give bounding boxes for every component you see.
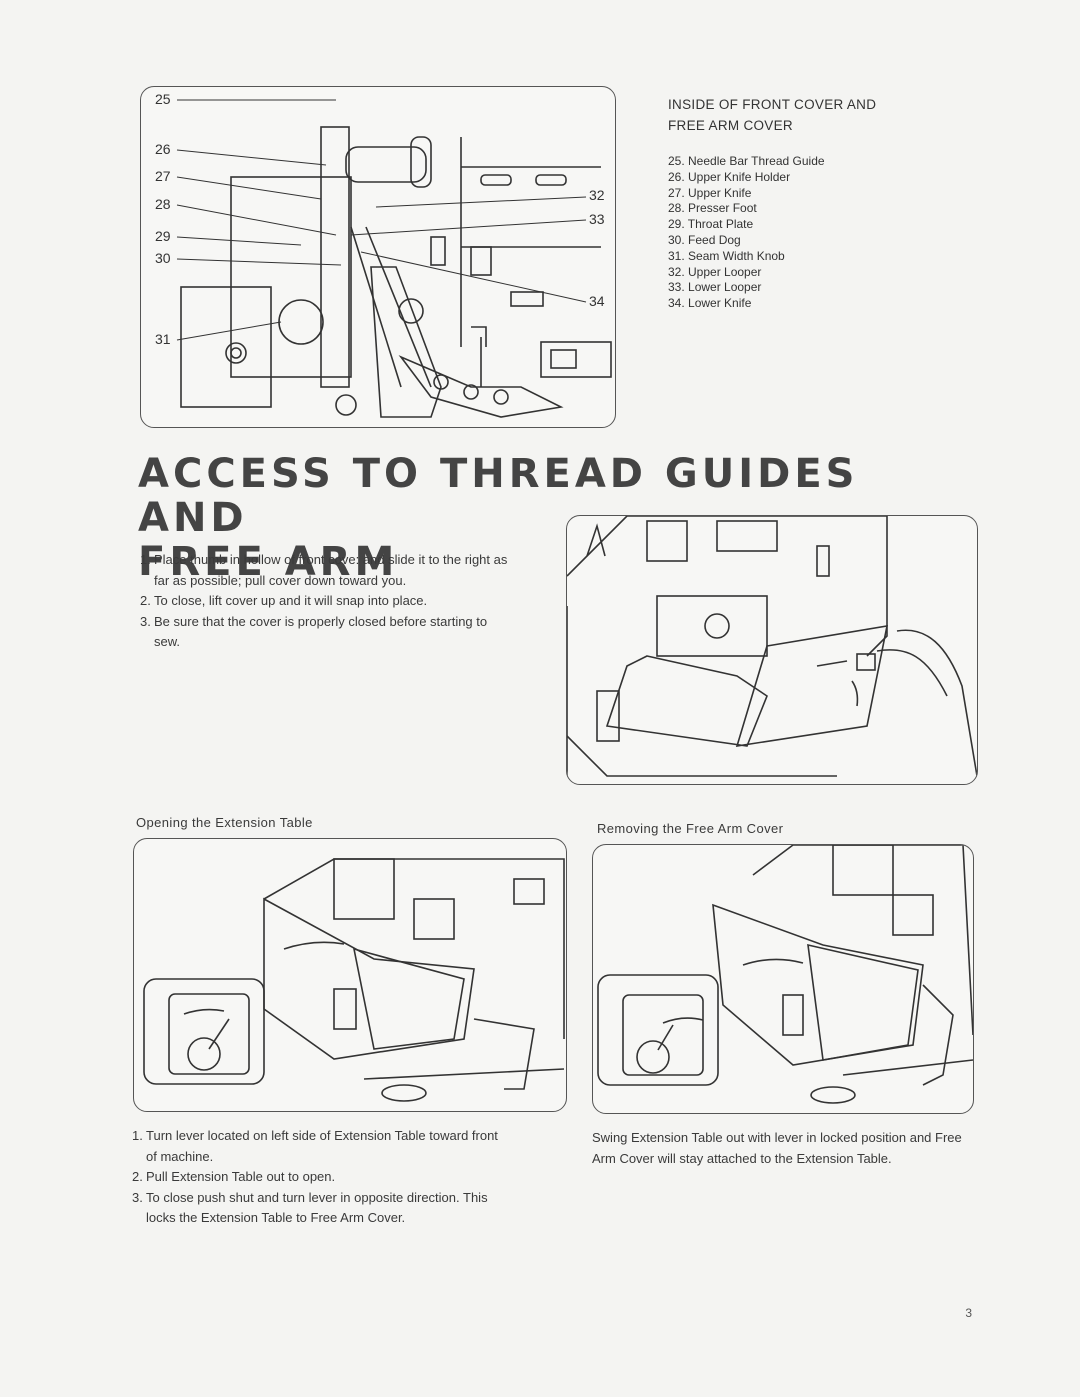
part-item: 33. Lower Looper — [668, 280, 762, 295]
list-item: 1.Turn lever located on left side of Ext… — [132, 1128, 498, 1164]
extension-table-drawing — [143, 858, 565, 1102]
parts-heading-line1: INSIDE OF FRONT COVER AND — [668, 97, 877, 112]
free-arm-cover-drawing — [597, 845, 973, 1104]
callout-26: 26 — [155, 141, 171, 157]
part-item: 26. Upper Knife Holder — [668, 169, 791, 184]
callout-27: 27 — [155, 168, 171, 184]
callout-34: 34 — [589, 293, 605, 309]
part-item: 32. Upper Looper — [668, 264, 762, 279]
part-item: 30. Feed Dog — [668, 232, 741, 247]
extension-table-illustration — [133, 838, 567, 1112]
section-title-line2: Free Arm — [138, 539, 399, 585]
part-item: 34. Lower Knife — [668, 296, 752, 311]
page-number: 3 — [965, 1306, 972, 1320]
front-cover-drawing — [567, 516, 977, 784]
free-arm-instructions: Swing Extension Table out with lever in … — [592, 1130, 962, 1166]
callout-30: 30 — [155, 250, 171, 266]
parts-heading-line2: FREE ARM COVER — [668, 118, 793, 133]
list-item: 2.Pull Extension Table out to open. — [132, 1169, 336, 1184]
extension-caption: Opening the Extension Table — [136, 815, 313, 830]
section-title: Access to Thread Guides and Free Arm — [138, 452, 958, 584]
part-item: 31. Seam Width Knob — [668, 248, 785, 263]
part-item: 28. Presser Foot — [668, 201, 757, 216]
callout-32: 32 — [589, 187, 605, 203]
part-item: 29. Throat Plate — [668, 217, 754, 232]
free-arm-cover-illustration — [592, 844, 974, 1114]
part-item: 25. Needle Bar Thread Guide — [668, 154, 825, 168]
callout-29: 29 — [155, 228, 171, 244]
part-item: 27. Upper Knife — [668, 185, 752, 200]
list-item: 3.To close push shut and turn lever in o… — [132, 1189, 488, 1226]
list-item: 3.Be sure that the cover is properly clo… — [140, 613, 488, 650]
parts-heading: INSIDE OF FRONT COVER AND FREE ARM COVER — [668, 94, 876, 136]
section-title-line1: Access to Thread Guides and — [138, 451, 859, 541]
parts-diagram: 25 26 27 28 29 30 31 32 33 34 — [140, 86, 616, 428]
free-arm-caption: Removing the Free Arm Cover — [597, 821, 784, 836]
machine-interior-illustration — [176, 99, 612, 418]
extension-steps: 1.Turn lever located on left side of Ext… — [132, 1126, 512, 1229]
access-steps: 1.Place thumb in hollow of front cove: a… — [140, 550, 512, 653]
callout-25: 25 — [155, 91, 171, 107]
front-cover-illustration — [566, 515, 978, 785]
callout-28: 28 — [155, 196, 171, 212]
callout-33: 33 — [589, 211, 605, 227]
parts-list: 25. Needle Bar Thread Guide 26. Upper Kn… — [668, 154, 825, 312]
callout-31: 31 — [155, 331, 171, 347]
list-item: 1.Place thumb in hollow of front cove: a… — [140, 552, 508, 588]
list-item: 2.To close, lift cover up and it will sn… — [140, 593, 428, 608]
